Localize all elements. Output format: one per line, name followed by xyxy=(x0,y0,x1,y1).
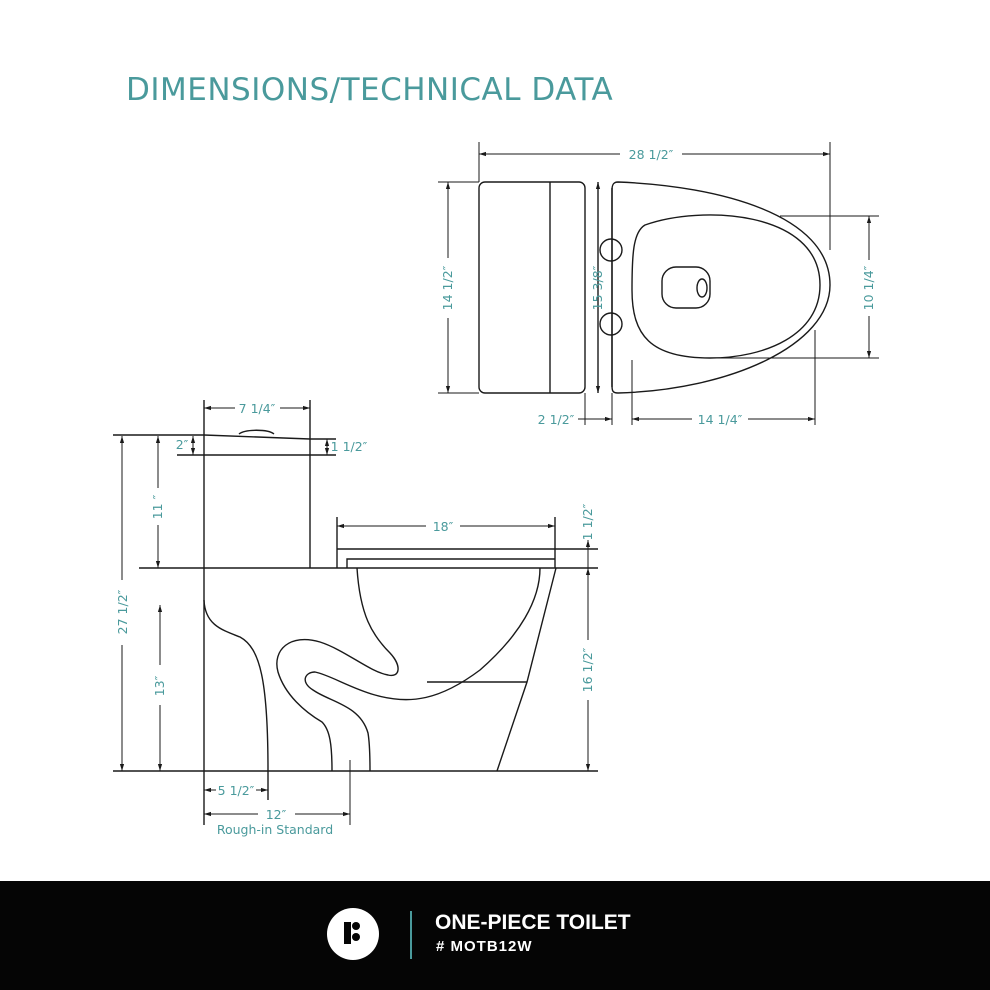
page-title: DIMENSIONS/TECHNICAL DATA xyxy=(126,72,614,108)
hinge-hole xyxy=(599,238,623,262)
top-view: 28 1/2″ 14 1/2″ 15 3/8″ 10 1/4″ 2 1/2″ 1… xyxy=(438,142,879,427)
dimension-label: 18″ xyxy=(433,519,454,534)
side-view: 7 1/4″ 2″ 1 1/2″ 27 1/2″ 11 ″ 13″ 18″ 1 … xyxy=(113,400,598,837)
bowl-outline xyxy=(611,181,831,394)
dimension-label: 10 1/4″ xyxy=(861,265,876,310)
technical-drawing: 28 1/2″ 14 1/2″ 15 3/8″ 10 1/4″ 2 1/2″ 1… xyxy=(113,142,879,837)
dimension-label: 28 1/2″ xyxy=(629,147,674,162)
dimension-label: 12″ xyxy=(266,807,287,822)
dimension-label: 15 3/8″ xyxy=(590,265,605,310)
divider xyxy=(410,911,412,959)
tank-outline xyxy=(478,181,586,394)
footer-banner: ONE-PIECE TOILET # MOTB12W xyxy=(0,881,990,990)
dimension-label: 1 1/2″ xyxy=(580,503,595,540)
seat-outline xyxy=(631,214,821,359)
dimension-label: 5 1/2″ xyxy=(218,783,255,798)
dimension-label: 27 1/2″ xyxy=(115,589,130,634)
dimension-label: 11 ″ xyxy=(150,494,165,519)
model-number: # MOTB12W xyxy=(436,938,533,955)
dimension-label: 1 1/2″ xyxy=(331,439,368,454)
dimension-label: 2 1/2″ xyxy=(538,412,575,427)
dimension-label: 16 1/2″ xyxy=(580,647,595,692)
dimension-label: 13″ xyxy=(152,675,167,696)
dimension-label: 7 1/4″ xyxy=(239,401,276,416)
dimension-label: 14 1/4″ xyxy=(698,412,743,427)
dimension-label: Rough-in Standard xyxy=(217,822,333,837)
product-name: ONE-PIECE TOILET xyxy=(435,911,631,934)
logo-icon xyxy=(327,908,379,960)
drain-outline xyxy=(661,266,711,309)
dimension-label: 14 1/2″ xyxy=(440,265,455,310)
hinge-hole xyxy=(599,312,623,336)
dimension-label: 2″ xyxy=(176,437,189,452)
